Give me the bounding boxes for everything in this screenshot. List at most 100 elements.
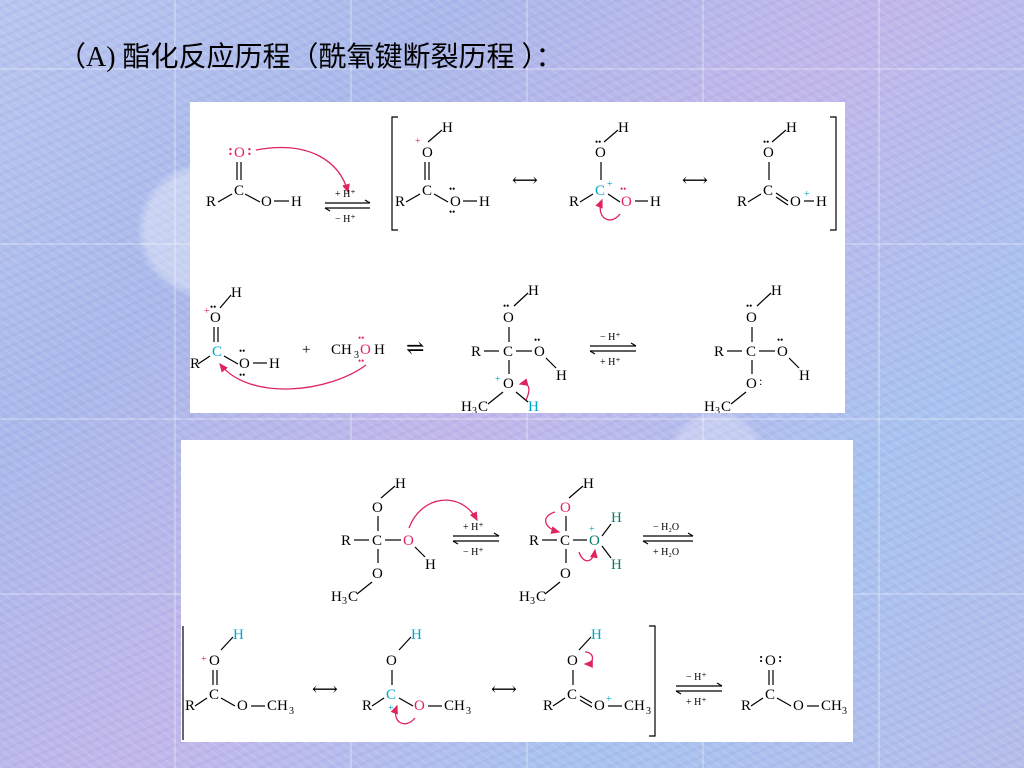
lone-pair: •• bbox=[595, 137, 601, 147]
atom-r: R bbox=[185, 698, 195, 714]
protonated-acid-structure-2: H •• O C + R •• O H bbox=[569, 120, 661, 221]
plus-water-label: + H₂O bbox=[653, 547, 679, 558]
lone-pair: •• bbox=[239, 370, 245, 380]
methyl-h: H bbox=[704, 399, 715, 413]
resonance-bracket-right bbox=[830, 116, 837, 231]
atom-o: O bbox=[237, 698, 248, 714]
atom-h: H bbox=[618, 120, 629, 136]
methyl: CH bbox=[821, 698, 842, 714]
lone-pair: •• bbox=[239, 346, 245, 356]
electron-arrow bbox=[255, 146, 350, 194]
atom-o: O bbox=[403, 533, 414, 549]
lone-pair: •• bbox=[777, 335, 783, 345]
atom-o: O bbox=[503, 376, 514, 392]
plus-proton-label: + H⁺ bbox=[686, 697, 707, 708]
lone-pair: : bbox=[228, 143, 233, 159]
ester-product: : O : C R O CH 3 bbox=[741, 650, 847, 717]
atom-o: O bbox=[793, 698, 804, 714]
atom-r: R bbox=[569, 194, 579, 210]
carbocation-c: C bbox=[595, 183, 605, 199]
atom-h: H bbox=[591, 627, 602, 643]
plus-proton-label: + H⁺ bbox=[463, 522, 484, 533]
atom-h: H bbox=[374, 342, 385, 358]
methyl: CH bbox=[444, 698, 465, 714]
atom-r: R bbox=[737, 194, 747, 210]
atom-o: O bbox=[239, 356, 250, 372]
equilibrium-arrows: + H⁺ − H⁺ bbox=[324, 189, 371, 225]
atom-o: O bbox=[595, 145, 606, 161]
electron-arrow bbox=[390, 704, 416, 725]
subscript: 3 bbox=[472, 406, 477, 413]
atom-o: O bbox=[372, 500, 383, 516]
atom-c: C bbox=[234, 183, 244, 199]
methyl-c: C bbox=[348, 589, 358, 605]
atom-o: O bbox=[234, 145, 245, 161]
atom-c: C bbox=[422, 183, 432, 199]
atom-h: H bbox=[771, 283, 782, 299]
atom-h: H bbox=[479, 194, 490, 210]
methyl: CH bbox=[331, 342, 352, 358]
lone-pair: •• bbox=[358, 333, 364, 343]
atom-h: H bbox=[556, 368, 567, 384]
subscript: 3 bbox=[842, 706, 847, 717]
atom-c: C bbox=[763, 183, 773, 199]
electron-arrow bbox=[578, 548, 598, 562]
atom-h: H bbox=[816, 194, 827, 210]
methyl-h: H bbox=[519, 589, 530, 605]
protonated-acid-structure-1: H + O C R O •• •• H bbox=[395, 120, 490, 217]
positive-charge: + bbox=[607, 179, 613, 190]
methyl-c: C bbox=[536, 589, 546, 605]
atom-h: H bbox=[786, 120, 797, 136]
mechanism-panel-top: : O : C R O H + H⁺ − H⁺ H bbox=[190, 102, 845, 417]
carbocation-c: C bbox=[386, 687, 396, 703]
oxonium-intermediate: H O C R + O H H O H 3 C bbox=[519, 476, 622, 607]
tetrahedral-intermediate: H O O C R O H O H 3 C bbox=[331, 476, 478, 607]
atom-c: C bbox=[503, 344, 513, 360]
atom-h: H bbox=[233, 627, 244, 643]
lone-pair: •• bbox=[620, 184, 626, 194]
page-title: （A) 酯化反应历程（酰氧键断裂历程 ）： bbox=[58, 42, 564, 73]
atom-o: O bbox=[450, 194, 461, 210]
minus-proton-label: − H⁺ bbox=[600, 332, 621, 343]
atom-r: R bbox=[714, 344, 724, 360]
atom-r: R bbox=[190, 356, 200, 372]
lone-pair: •• bbox=[358, 356, 364, 366]
electron-arrow bbox=[518, 378, 530, 401]
atom-c: C bbox=[567, 687, 577, 703]
atom-h: H bbox=[611, 557, 622, 573]
atom-o: O bbox=[414, 698, 425, 714]
methyl-c: C bbox=[478, 399, 488, 413]
atom-h: H bbox=[291, 194, 302, 210]
carbocation-c: C bbox=[212, 344, 222, 360]
atom-o: O bbox=[372, 566, 383, 582]
subscript: 3 bbox=[466, 706, 471, 717]
electron-arrow bbox=[595, 198, 621, 221]
atom-h: H bbox=[799, 368, 810, 384]
subscript: 3 bbox=[342, 596, 347, 607]
electron-arrow bbox=[219, 362, 367, 390]
resonance-arrow: ⟷ bbox=[682, 170, 708, 190]
protonated-ester-2: H O C + R O CH 3 bbox=[362, 627, 471, 725]
plus-proton-label: + H⁺ bbox=[335, 189, 356, 200]
lone-pair: •• bbox=[449, 184, 455, 194]
tetrahedral-intermediate-protonated: H •• O C R •• O H + O H 3 C H bbox=[461, 283, 567, 417]
atom-h: H bbox=[425, 557, 436, 573]
minus-water-label: − H₂O bbox=[653, 522, 679, 533]
resonance-arrow: ⟷ bbox=[512, 170, 538, 190]
mechanism-diagram-top: : O : C R O H + H⁺ − H⁺ H bbox=[190, 116, 837, 417]
atom-h: H bbox=[395, 476, 406, 492]
methyl-h: H bbox=[331, 589, 342, 605]
atom-o: O bbox=[589, 533, 600, 549]
subscript: 3 bbox=[646, 706, 651, 717]
subscript: 3 bbox=[715, 406, 720, 413]
atom-o: O bbox=[209, 653, 220, 669]
positive-charge: + bbox=[804, 189, 810, 200]
equilibrium-arrows: − H⁺ + H⁺ bbox=[589, 332, 637, 368]
positive-charge: + bbox=[415, 136, 421, 147]
atom-o: O bbox=[746, 376, 757, 392]
atom-o: O bbox=[560, 566, 571, 582]
atom-r: R bbox=[741, 698, 751, 714]
resonance-arrow: ⟷ bbox=[312, 679, 338, 699]
atom-o: O bbox=[210, 310, 221, 326]
resonance-bracket-right bbox=[649, 625, 656, 737]
